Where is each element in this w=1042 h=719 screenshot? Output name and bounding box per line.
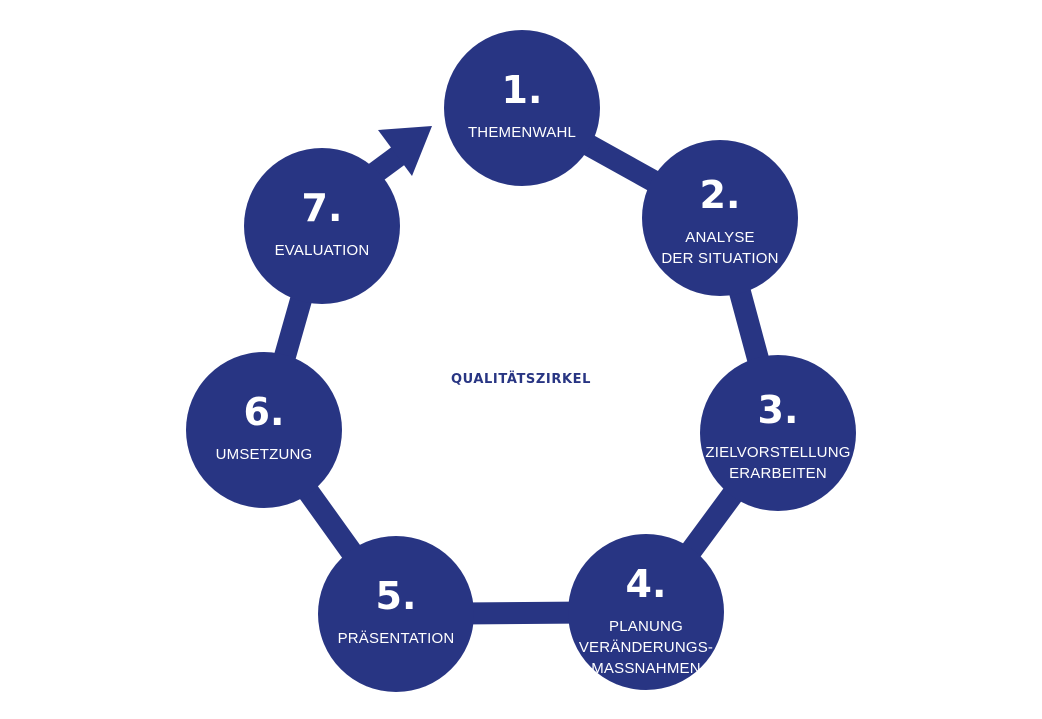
step-node-7: 7. EVALUATION (244, 148, 400, 304)
step-label: ZIELVORSTELLUNG (705, 444, 850, 461)
step-node-5: 5. PRÄSENTATION (318, 536, 474, 692)
step-node-3: 3. ZIELVORSTELLUNG ERARBEITEN (700, 355, 856, 511)
step-label: ANALYSE (685, 229, 755, 246)
step-number: 5. (376, 574, 417, 618)
step-node-1: 1. THEMENWAHL (444, 30, 600, 186)
step-number: 3. (758, 388, 799, 432)
step-label: PLANUNG (609, 618, 683, 635)
step-label: ERARBEITEN (729, 465, 827, 482)
step-node-6: 6. UMSETZUNG (186, 352, 342, 508)
center-title: QUALITÄTSZIRKEL (451, 371, 591, 387)
step-circle (642, 140, 798, 296)
step-number: 6. (244, 390, 285, 434)
step-label: MASSNAHMEN (591, 660, 701, 677)
step-circle (444, 30, 600, 186)
step-nodes: 1. THEMENWAHL 2. ANALYSE DER SITUATION 3. ZIEL… (186, 30, 856, 692)
step-label: DER SITUATION (661, 250, 778, 267)
step-label: VERÄNDERUNGS- (579, 639, 713, 656)
step-label: THEMENWAHL (468, 124, 576, 141)
step-node-4: 4. PLANUNG VERÄNDERUNGS- MASSNAHMEN (568, 534, 724, 690)
step-number: 2. (700, 173, 741, 217)
step-circle (318, 536, 474, 692)
step-label: PRÄSENTATION (338, 630, 455, 647)
step-number: 4. (626, 562, 667, 606)
arrow-head-icon (378, 126, 432, 176)
step-number: 1. (502, 68, 543, 112)
step-circle (186, 352, 342, 508)
step-circle (700, 355, 856, 511)
step-number: 7. (302, 186, 343, 230)
step-label: EVALUATION (275, 242, 370, 259)
step-node-2: 2. ANALYSE DER SITUATION (642, 140, 798, 296)
step-circle (568, 534, 724, 690)
step-circle (244, 148, 400, 304)
step-label: UMSETZUNG (216, 446, 313, 463)
